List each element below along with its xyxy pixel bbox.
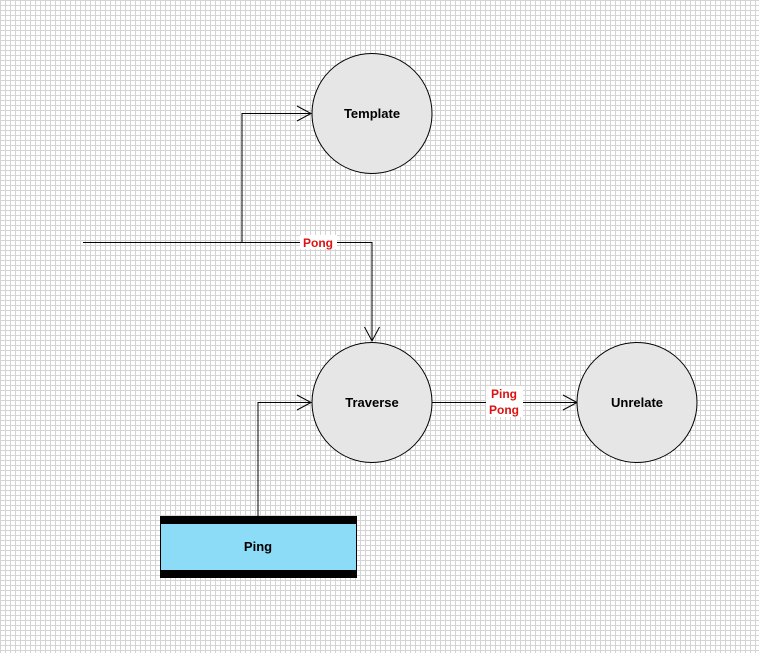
edge-pong-to-traverse[interactable]: [242, 242, 373, 342]
arrowhead-traverse-top: [364, 326, 380, 343]
node-unrelate[interactable]: Unrelate: [576, 342, 698, 463]
node-template-shape[interactable]: [311, 53, 433, 174]
edge-label-pong-text: Pong: [303, 236, 333, 250]
datastore-ping-bottom-bar: [160, 570, 357, 578]
node-unrelate-label: Unrelate: [611, 395, 663, 410]
edge-label-ping-pong-bg: [486, 386, 523, 417]
edge-to-template[interactable]: [241, 113, 311, 243]
edge-label-pong-bg: [300, 235, 337, 249]
node-traverse-label: Traverse: [345, 395, 399, 410]
edge-label-pong: Pong: [300, 235, 337, 250]
edge-ping-to-traverse[interactable]: [257, 402, 311, 517]
arrowhead-traverse-left: [296, 394, 313, 411]
arrowhead-template: [296, 105, 313, 122]
edge-label-ping-text: Ping: [491, 387, 517, 401]
datastore-ping-label: Ping: [244, 539, 272, 554]
node-template[interactable]: Template: [311, 53, 433, 174]
edge-label-ping-pong: Ping Pong: [486, 386, 523, 417]
node-template-label: Template: [344, 106, 400, 121]
node-unrelate-shape[interactable]: [576, 342, 698, 463]
datastore-ping[interactable]: Ping: [160, 516, 357, 578]
edge-label-pong2-text: Pong: [489, 403, 519, 417]
node-traverse[interactable]: Traverse: [311, 342, 433, 463]
datastore-ping-top-bar: [160, 516, 357, 524]
node-traverse-shape[interactable]: [311, 342, 433, 463]
datastore-ping-fill[interactable]: [160, 516, 357, 578]
edges: [83, 105, 579, 517]
